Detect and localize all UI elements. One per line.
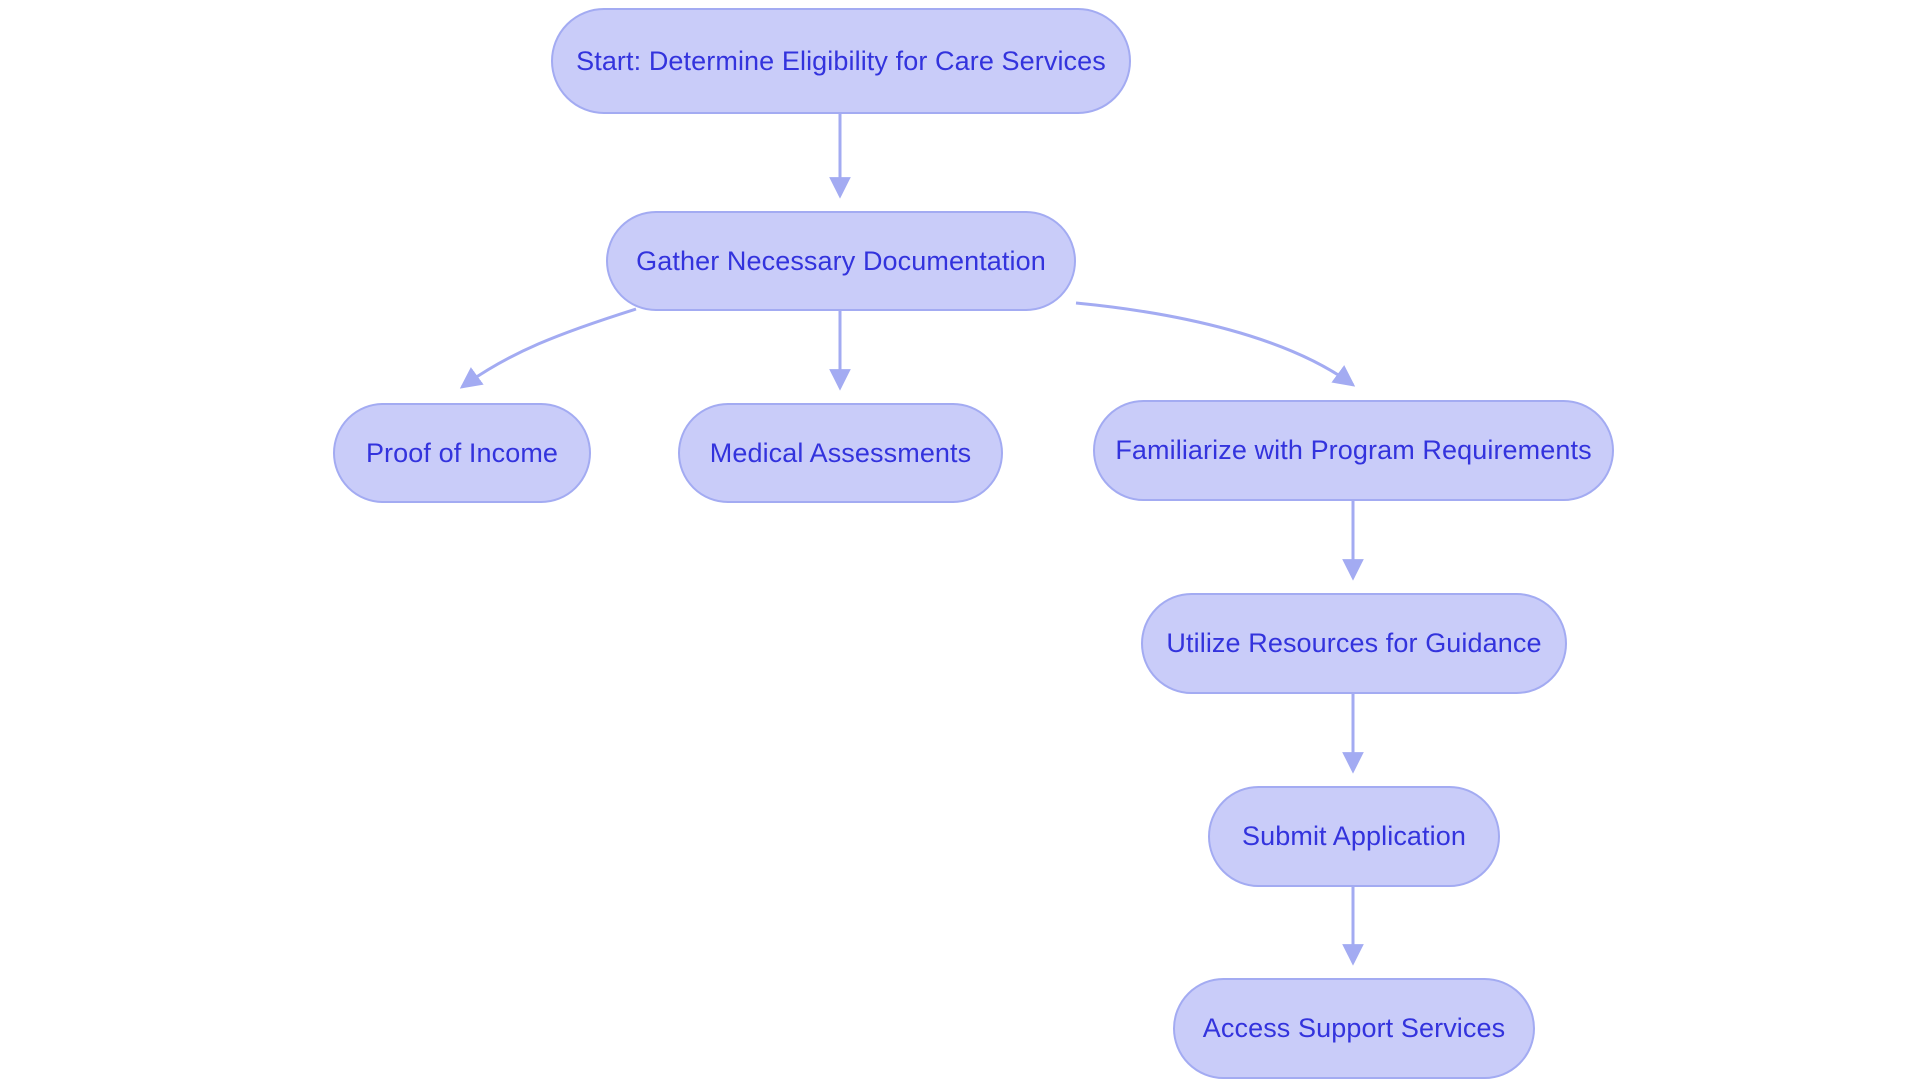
node-submit-application-label: Submit Application <box>1242 821 1466 851</box>
node-utilize-resources[interactable]: Utilize Resources for Guidance <box>1141 593 1567 694</box>
node-proof-of-income-label: Proof of Income <box>365 437 559 468</box>
node-medical-assessments-label: Medical Assessments <box>709 437 972 468</box>
node-familiarize-requirements-label: Familiarize with Program Requirements <box>1115 435 1592 465</box>
node-proof-of-income[interactable]: Proof of Income <box>333 403 591 503</box>
node-gather-documentation-label: Gather Necessary Documentation <box>636 245 1046 276</box>
node-utilize-resources-label: Utilize Resources for Guidance <box>1166 628 1542 658</box>
node-submit-application[interactable]: Submit Application <box>1208 786 1500 887</box>
node-start-label: Start: Determine Eligibility for Care Se… <box>576 45 1106 76</box>
node-familiarize-requirements[interactable]: Familiarize with Program Requirements <box>1093 400 1614 501</box>
node-gather-documentation[interactable]: Gather Necessary Documentation <box>606 211 1076 311</box>
node-access-support-services-label: Access Support Services <box>1202 1013 1506 1043</box>
node-start[interactable]: Start: Determine Eligibility for Care Se… <box>551 8 1131 114</box>
edge-gather-to-proof <box>459 307 637 389</box>
node-medical-assessments[interactable]: Medical Assessments <box>678 403 1003 503</box>
edge-gather-to-familiarize <box>1075 301 1356 387</box>
node-access-support-services[interactable]: Access Support Services <box>1173 978 1535 1079</box>
